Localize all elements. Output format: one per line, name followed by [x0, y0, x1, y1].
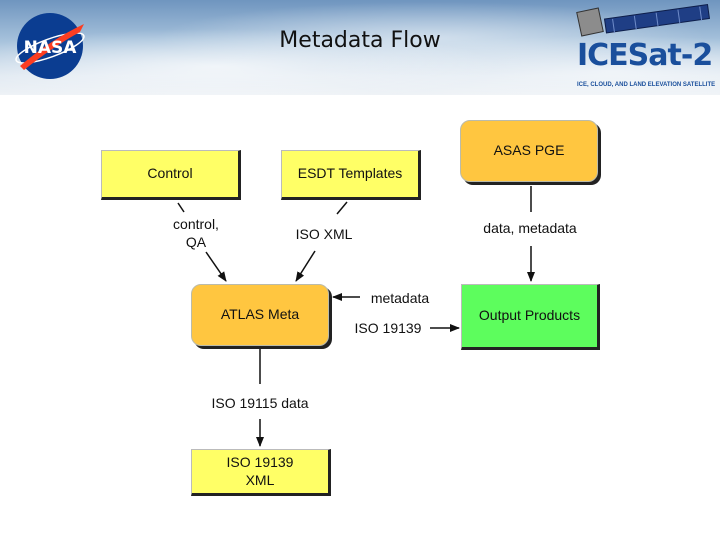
esdt-templates-label: ESDT Templates — [297, 165, 403, 182]
edge-label-control-qa: control, QA — [160, 216, 232, 251]
edge-label-data-metadata: data, metadata — [483, 220, 577, 236]
iso-xml-box: ISO 19139 XML — [191, 449, 331, 496]
asas-pge-label: ASAS PGE — [493, 142, 565, 159]
icesat-logo-text: ICESat-2 — [577, 38, 713, 73]
edge-label-iso-19139: ISO 19139 — [354, 320, 422, 336]
edge-label-metadata: metadata — [370, 290, 430, 306]
arrow-control-to-meta-start — [177, 202, 185, 213]
nasa-logo-text: NASA — [24, 38, 78, 58]
output-products-label: Output Products — [478, 307, 581, 324]
edge-label-qa: QA — [185, 233, 207, 250]
edge-label-iso-xml: ISO XML — [295, 226, 353, 242]
control-label: Control — [147, 165, 193, 182]
arrow-control-to-meta — [205, 251, 227, 282]
arrow-esdt-to-meta — [295, 250, 316, 282]
edge-label-control: control, — [173, 216, 219, 232]
icesat-satellite-graphic — [576, 4, 711, 37]
edge-label-iso-19115-data: ISO 19115 data — [211, 395, 309, 411]
iso-xml-label-line2: XML — [245, 471, 275, 488]
atlas-meta-label: ATLAS Meta — [220, 306, 300, 323]
icesat-tagline: ICE, CLOUD, AND LAND ELEVATION SATELLITE — [577, 82, 716, 88]
output-products-box: Output Products — [461, 284, 600, 350]
arrow-esdt-start — [336, 201, 348, 215]
esdt-templates-box: ESDT Templates — [281, 150, 421, 200]
atlas-meta-box: ATLAS Meta — [191, 284, 329, 346]
iso-xml-label-line1: ISO 19139 — [226, 454, 294, 470]
page-title: Metadata Flow — [279, 28, 441, 53]
asas-pge-box: ASAS PGE — [460, 120, 598, 182]
iso-xml-label: ISO 19139 XML — [227, 454, 294, 489]
nasa-logo: NASA — [15, 13, 85, 79]
control-box: Control — [101, 150, 241, 200]
